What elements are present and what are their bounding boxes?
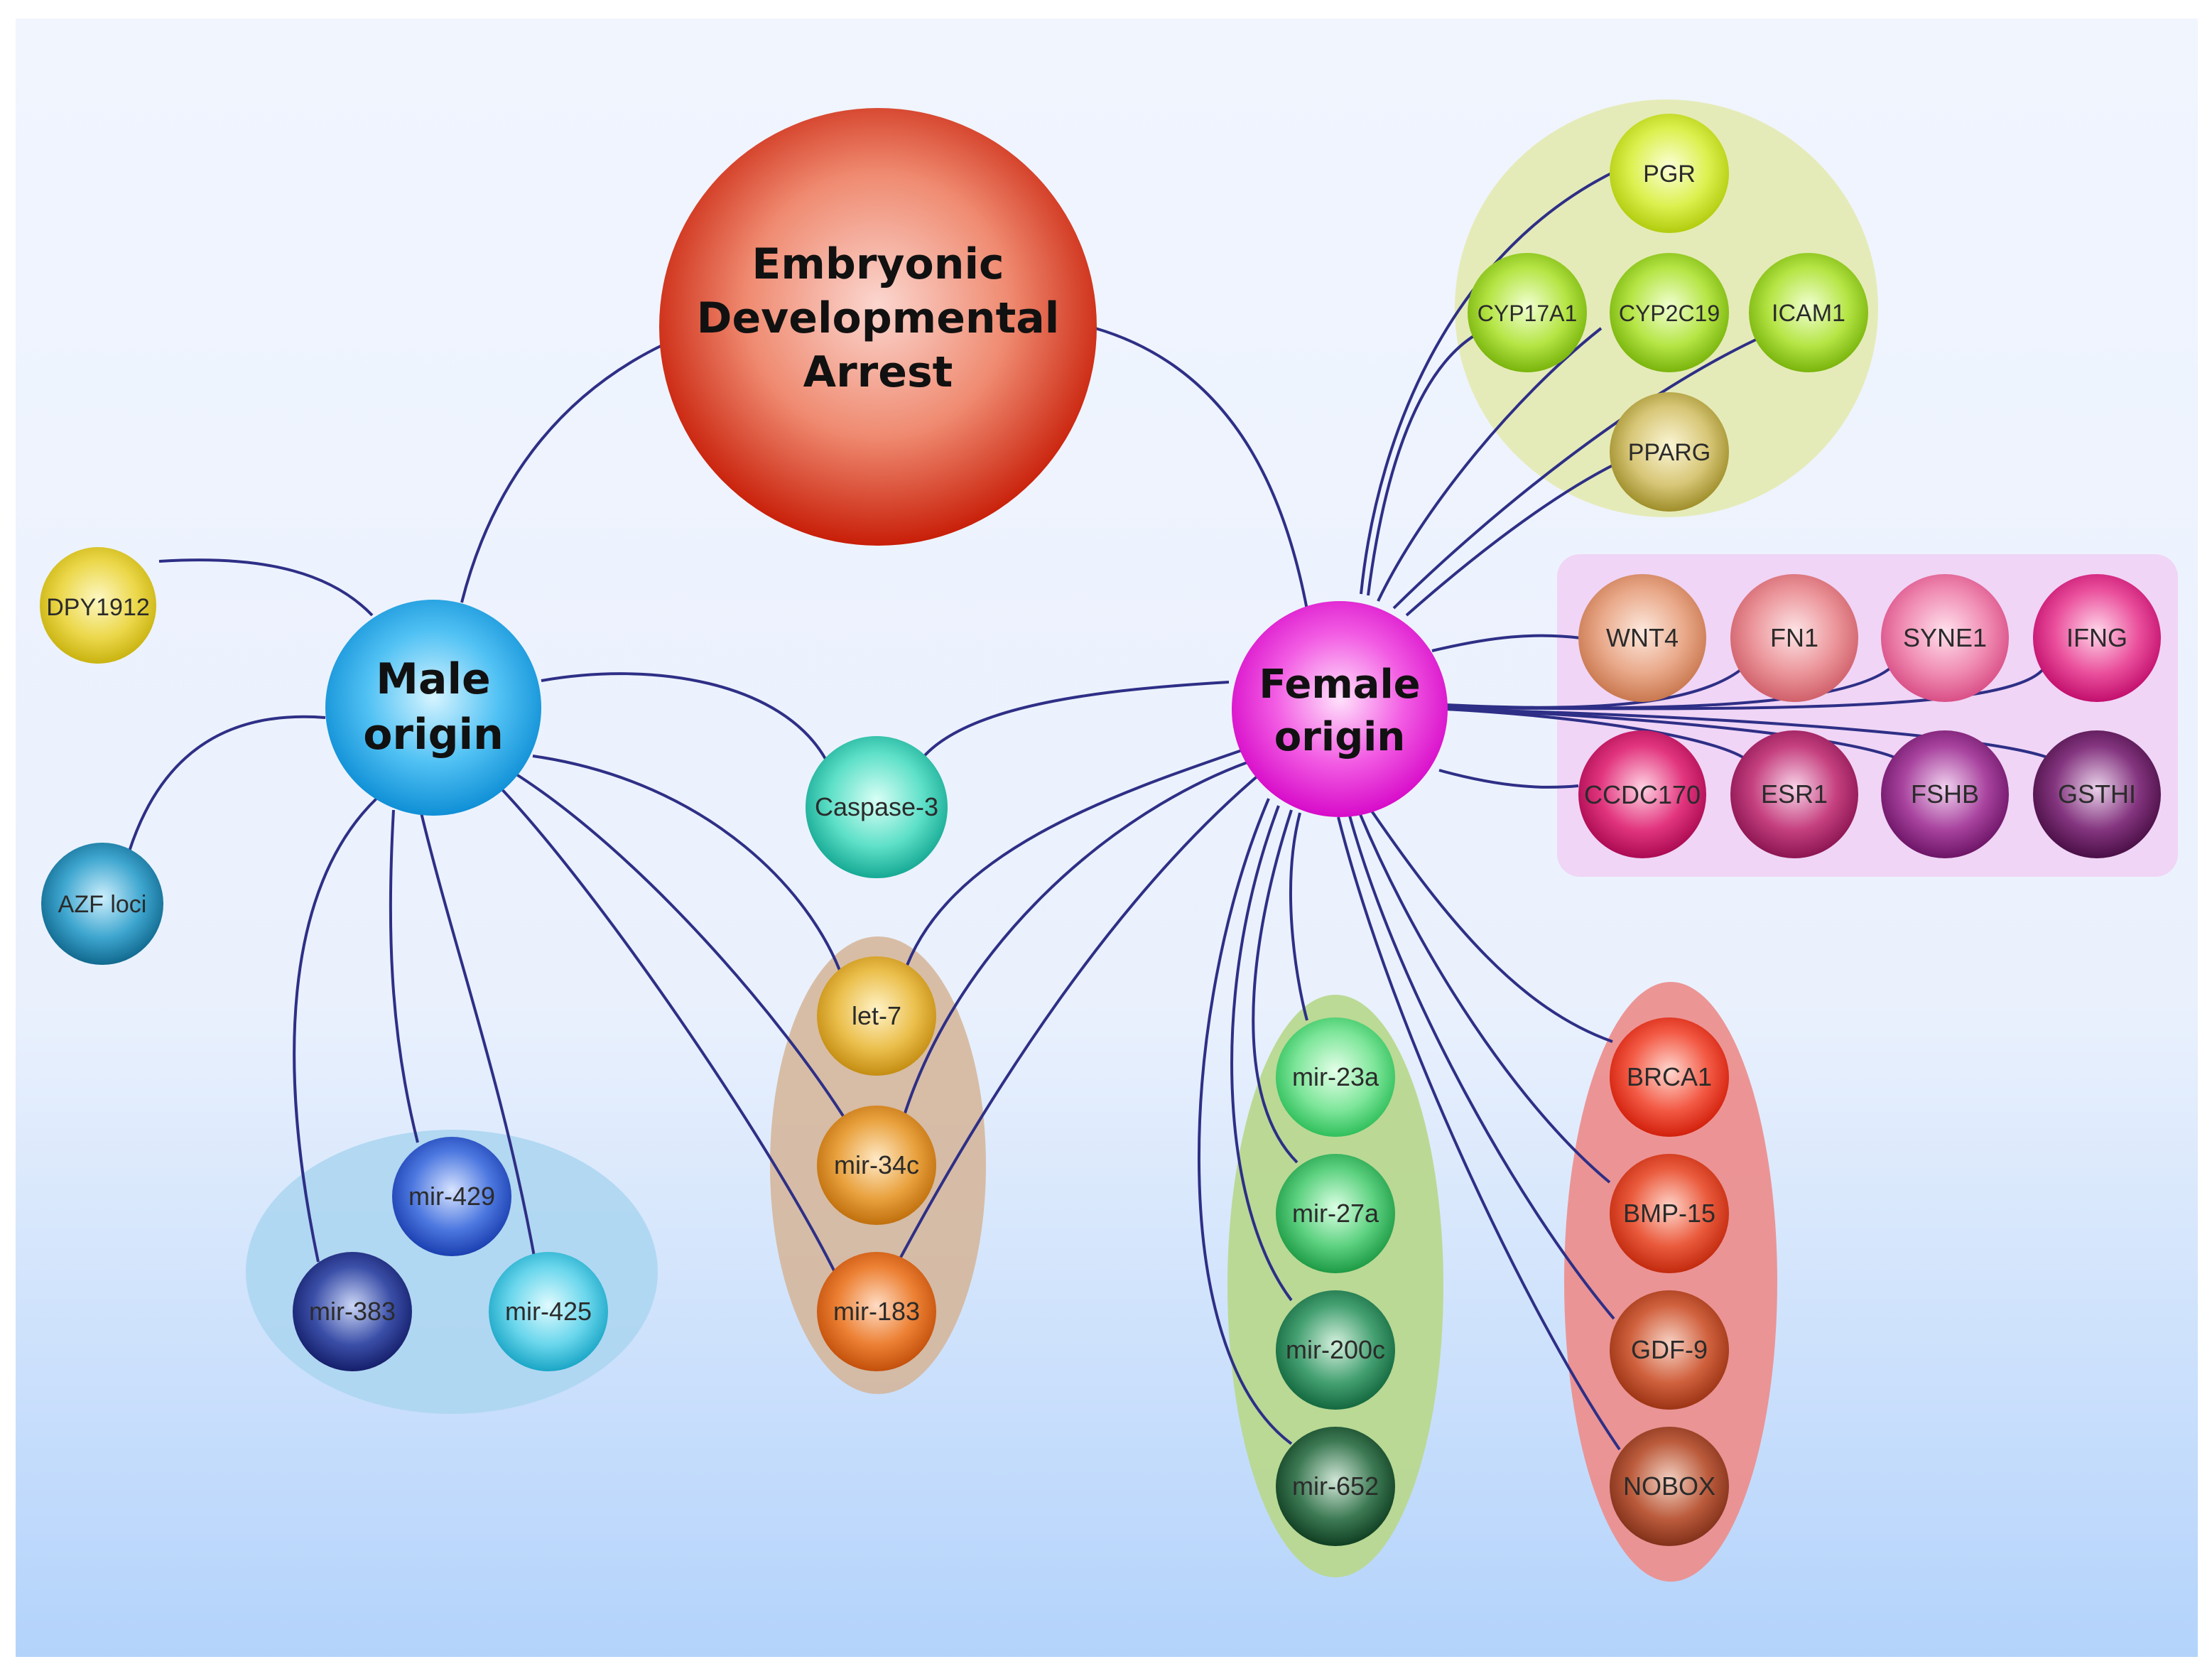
node-brca1: BRCA1 (1610, 1017, 1729, 1137)
svg-text:mir-23a: mir-23a (1292, 1062, 1379, 1091)
svg-text:IFNG: IFNG (2066, 623, 2127, 652)
svg-text:GSTHI: GSTHI (2058, 779, 2136, 809)
svg-text:mir-429: mir-429 (408, 1182, 495, 1211)
genes-group-right (1557, 554, 2178, 877)
svg-text:PGR: PGR (1643, 161, 1696, 188)
svg-text:mir-652: mir-652 (1292, 1471, 1379, 1501)
svg-text:mir-183: mir-183 (833, 1297, 920, 1326)
svg-text:ICAM1: ICAM1 (1772, 300, 1845, 327)
svg-text:BMP-15: BMP-15 (1623, 1199, 1715, 1228)
svg-text:CYP2C19: CYP2C19 (1619, 301, 1720, 326)
node-wnt4: WNT4 (1578, 574, 1706, 702)
node-mir-429: mir-429 (392, 1137, 511, 1256)
svg-text:ESR1: ESR1 (1761, 779, 1828, 809)
node-mir-425: mir-425 (489, 1252, 608, 1371)
node-mir-652: mir-652 (1276, 1427, 1395, 1546)
svg-text:DPY1912: DPY1912 (46, 594, 150, 621)
node-gsthi: GSTHI (2033, 730, 2161, 858)
hub-female-line2: origin (1274, 714, 1405, 760)
node-caspase-3: Caspase-3 (806, 736, 948, 878)
node-bmp-15: BMP-15 (1610, 1154, 1729, 1273)
node-fshb: FSHB (1881, 730, 2009, 858)
svg-text:let-7: let-7 (852, 1001, 901, 1030)
hub-male-line2: origin (363, 710, 504, 760)
svg-text:GDF-9: GDF-9 (1631, 1335, 1708, 1364)
female-genes-group (1564, 982, 1777, 1582)
node-mir-183: mir-183 (817, 1252, 936, 1371)
node-nobox: NOBOX (1610, 1427, 1729, 1546)
node-azf-loci: AZF loci (41, 843, 163, 965)
svg-text:mir-200c: mir-200c (1286, 1335, 1385, 1364)
edges (128, 169, 2055, 1451)
svg-text:Caspase-3: Caspase-3 (815, 792, 938, 821)
svg-text:mir-27a: mir-27a (1292, 1199, 1379, 1228)
svg-text:WNT4: WNT4 (1606, 623, 1679, 652)
node-let-7: let-7 (817, 956, 936, 1076)
hub-main-line3: Arrest (803, 347, 953, 397)
node-esr1: ESR1 (1730, 730, 1858, 858)
node-dpy1912: DPY1912 (40, 547, 156, 664)
hub-main-line1: Embryonic (752, 239, 1004, 289)
hub-male-line1: Male (376, 654, 490, 704)
node-pparg: PPARG (1610, 392, 1729, 512)
node-ccdc170: CCDC170 (1578, 730, 1706, 858)
node-icam1: ICAM1 (1749, 253, 1868, 372)
node-gdf-9: GDF-9 (1610, 1290, 1729, 1410)
svg-text:mir-383: mir-383 (309, 1297, 396, 1326)
hub-female-line1: Female (1259, 661, 1420, 708)
node-mir-200c: mir-200c (1276, 1290, 1395, 1410)
node-cyp2c19: CYP2C19 (1610, 253, 1729, 372)
female-origin-hub: Female origin (1232, 601, 1448, 817)
node-mir-27a: mir-27a (1276, 1154, 1395, 1273)
embryonic-arrest-hub: Embryonic Developmental Arrest (659, 108, 1097, 546)
svg-text:FN1: FN1 (1770, 623, 1818, 652)
node-mir-383: mir-383 (293, 1252, 412, 1371)
svg-text:SYNE1: SYNE1 (1903, 623, 1987, 652)
node-ifng: IFNG (2033, 574, 2161, 702)
hub-main-line2: Developmental (697, 293, 1060, 343)
svg-text:PPARG: PPARG (1628, 439, 1711, 466)
node-syne1: SYNE1 (1881, 574, 2009, 702)
node-mir-23a: mir-23a (1276, 1017, 1395, 1137)
svg-text:mir-34c: mir-34c (834, 1150, 919, 1179)
svg-text:NOBOX: NOBOX (1623, 1471, 1715, 1501)
svg-text:CCDC170: CCDC170 (1584, 780, 1701, 809)
male-origin-hub: Male origin (325, 600, 541, 816)
svg-text:BRCA1: BRCA1 (1627, 1062, 1712, 1091)
svg-text:CYP17A1: CYP17A1 (1478, 301, 1578, 326)
node-cyp17a1: CYP17A1 (1468, 253, 1587, 372)
svg-text:AZF loci: AZF loci (58, 891, 147, 918)
node-mir-34c: mir-34c (817, 1106, 936, 1225)
node-fn1: FN1 (1730, 574, 1858, 702)
svg-text:FSHB: FSHB (1911, 779, 1979, 809)
node-pgr: PGR (1610, 114, 1729, 233)
svg-text:mir-425: mir-425 (505, 1297, 592, 1326)
